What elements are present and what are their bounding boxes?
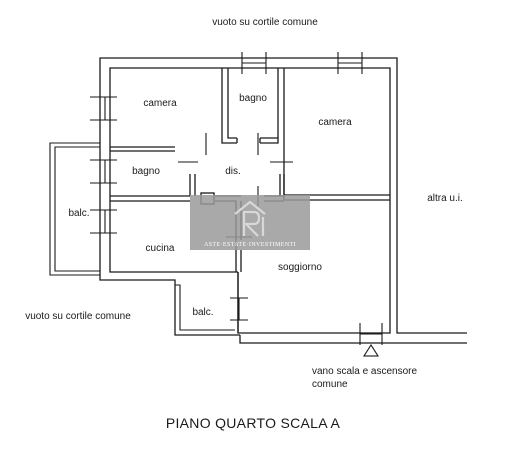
- plan-title: PIANO QUARTO SCALA A: [166, 415, 341, 431]
- house-roof-logo-icon: [234, 200, 266, 237]
- room-camera-right: camera: [318, 117, 352, 128]
- watermark: ASTE·ESTATE·INVESTIMENTI: [190, 195, 310, 250]
- label-stairwell-line1: vano scala e ascensore: [312, 366, 418, 377]
- watermark-text: ASTE·ESTATE·INVESTIMENTI: [204, 242, 296, 248]
- watermark-panel: [190, 195, 310, 250]
- room-balc-bottom: balc.: [192, 307, 213, 318]
- room-bagno-top: bagno: [239, 93, 267, 104]
- room-dis: dis.: [225, 166, 241, 177]
- inner-wall-top: [109, 67, 391, 195]
- outer-wall-left-lower: [99, 143, 240, 336]
- room-camera-left: camera: [143, 98, 177, 109]
- outer-wall-top: [99, 57, 398, 143]
- inner-wall-left-lower: [109, 143, 238, 273]
- room-cucina: cucina: [146, 243, 175, 254]
- entrance-triangle-icon: [362, 343, 380, 357]
- label-top-courtyard: vuoto su cortile comune: [212, 17, 318, 28]
- balcony-bottom: [175, 284, 235, 331]
- room-bagno-left: bagno: [132, 166, 160, 177]
- outer-wall-bottom: [239, 335, 467, 344]
- balcony-left: [49, 142, 100, 276]
- label-neighbor: altra u.i.: [427, 193, 463, 204]
- label-left-courtyard: vuoto su cortile comune: [25, 311, 131, 322]
- room-soggiorno: soggiorno: [278, 262, 322, 273]
- label-stairwell-line2: comune: [312, 379, 348, 390]
- room-balc-left: balc.: [68, 208, 89, 219]
- neighbor-wall: [396, 65, 467, 334]
- window-marks: [90, 52, 383, 345]
